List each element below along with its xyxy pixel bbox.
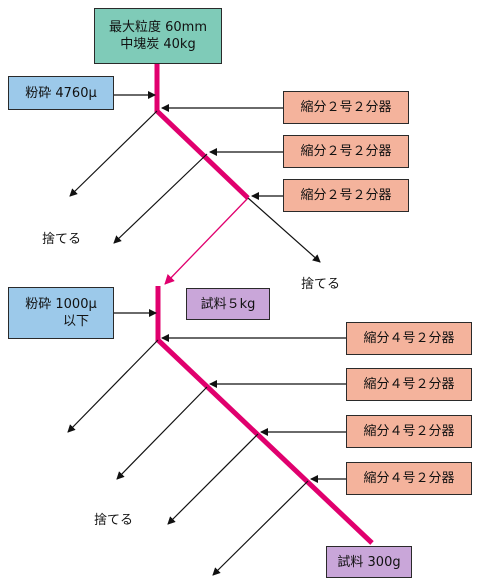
main-flow-diagonal-1 — [155, 109, 250, 200]
crush-label-sub: 以下 — [62, 314, 89, 329]
sample-label: 試料５kg — [200, 296, 256, 312]
divider-box: 縮分４号２分器 — [346, 462, 472, 495]
transfer-arrow — [164, 197, 249, 285]
discard-arrow — [212, 480, 309, 576]
main-flow-diagonal-2 — [156, 338, 374, 545]
divider-label: 縮分４号２分器 — [363, 331, 455, 346]
divider-box: 縮分２号２分器 — [283, 179, 409, 212]
divider-box: 縮分４号２分器 — [346, 322, 472, 355]
discard-arrow — [69, 110, 158, 197]
discard-arrow — [167, 433, 259, 525]
divider-label: 縮分２号２分器 — [300, 188, 392, 203]
source-box: 最大粒度 60mm 中塊炭 40kg — [94, 8, 222, 64]
divider-box: 縮分２号２分器 — [283, 135, 409, 168]
crush-box-2: 粉砕 1000μ 以下 — [8, 287, 114, 339]
sample-box-final: 試料 300g — [326, 546, 412, 578]
crush-box-1: 粉砕 4760μ — [8, 76, 114, 110]
sample-box-mid: 試料５kg — [186, 288, 270, 320]
divider-label: 縮分４号２分器 — [363, 471, 455, 486]
discard-label: 捨てる — [301, 277, 341, 292]
source-amount: 中塊炭 40kg — [120, 37, 196, 52]
divider-box: 縮分２号２分器 — [283, 91, 409, 124]
discard-arrow — [247, 197, 321, 263]
crush-label: 粉砕 1000μ — [25, 297, 97, 312]
source-max-size: 最大粒度 60mm — [108, 20, 207, 35]
discard-arrow — [113, 153, 208, 244]
discard-label: 捨てる — [42, 232, 82, 247]
divider-label: 縮分４号２分器 — [363, 377, 455, 392]
discard-label: 捨てる — [94, 513, 134, 528]
divider-box: 縮分４号２分器 — [346, 368, 472, 401]
discard-arrow — [67, 339, 159, 433]
divider-label: 縮分２号２分器 — [300, 100, 392, 115]
sample-label: 試料 300g — [337, 554, 401, 570]
crush-label: 粉砕 4760μ — [25, 85, 97, 101]
discard-arrow — [116, 386, 208, 480]
divider-label: 縮分２号２分器 — [300, 144, 392, 159]
divider-label: 縮分４号２分器 — [363, 424, 455, 439]
divider-box: 縮分４号２分器 — [346, 415, 472, 448]
